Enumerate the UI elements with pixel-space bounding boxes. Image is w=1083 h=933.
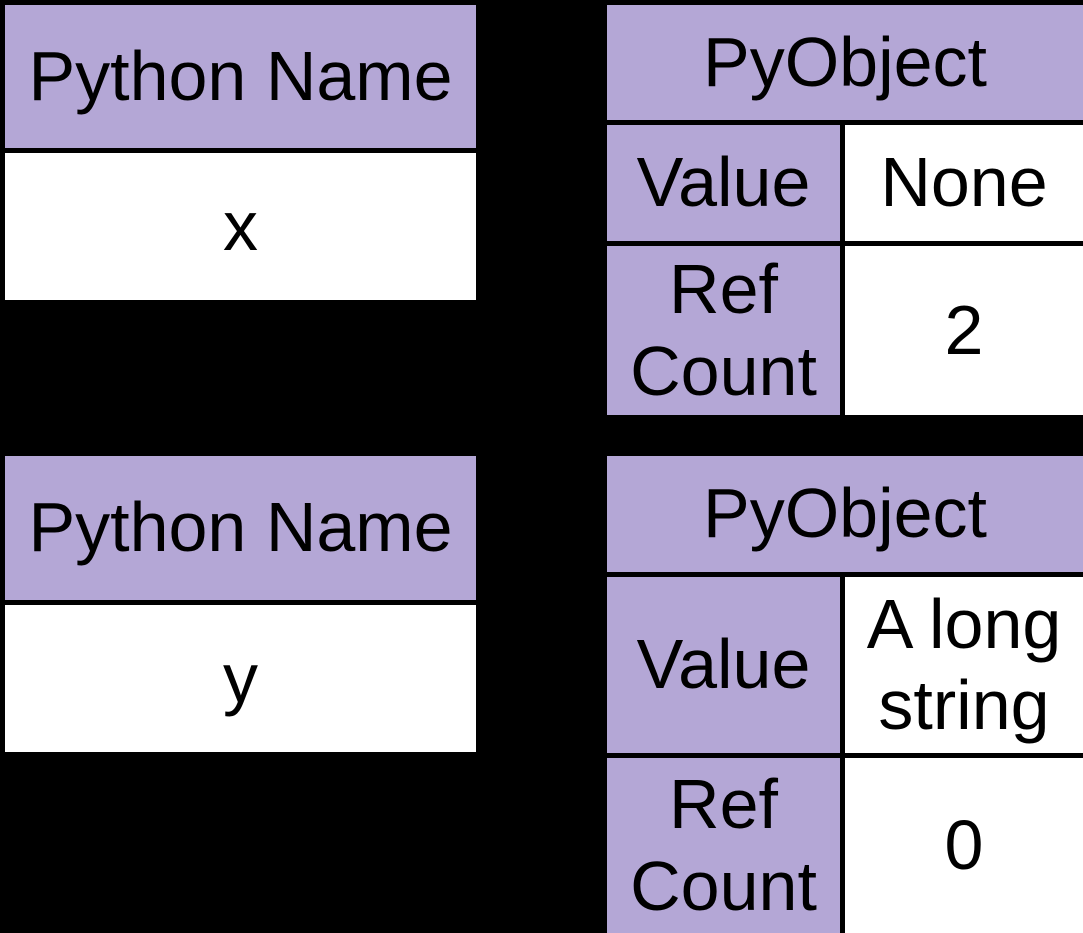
python-name-value-x: x	[0, 148, 481, 305]
python-name-table-x: Python Name x	[0, 0, 481, 305]
value-cell-none: None	[840, 120, 1083, 246]
value-cell-long-string: A long string	[840, 572, 1083, 758]
refcount-label: Ref Count	[602, 241, 845, 420]
value-label: Value	[602, 572, 845, 758]
pyobject-header: PyObject	[602, 451, 1083, 577]
python-name-header: Python Name	[0, 0, 481, 153]
pyobject-table-none: PyObject Value None Ref Count 2	[602, 0, 1083, 420]
pyobject-table-string: PyObject Value A long string Ref Count 0	[602, 451, 1083, 933]
refcount-cell-2: 2	[840, 241, 1083, 420]
refcount-label: Ref Count	[602, 753, 845, 933]
value-label: Value	[602, 120, 845, 246]
pyobject-header: PyObject	[602, 0, 1083, 125]
python-name-value-y: y	[0, 600, 481, 757]
python-name-table-y: Python Name y	[0, 451, 481, 757]
refcount-cell-0: 0	[840, 753, 1083, 933]
python-name-header: Python Name	[0, 451, 481, 605]
